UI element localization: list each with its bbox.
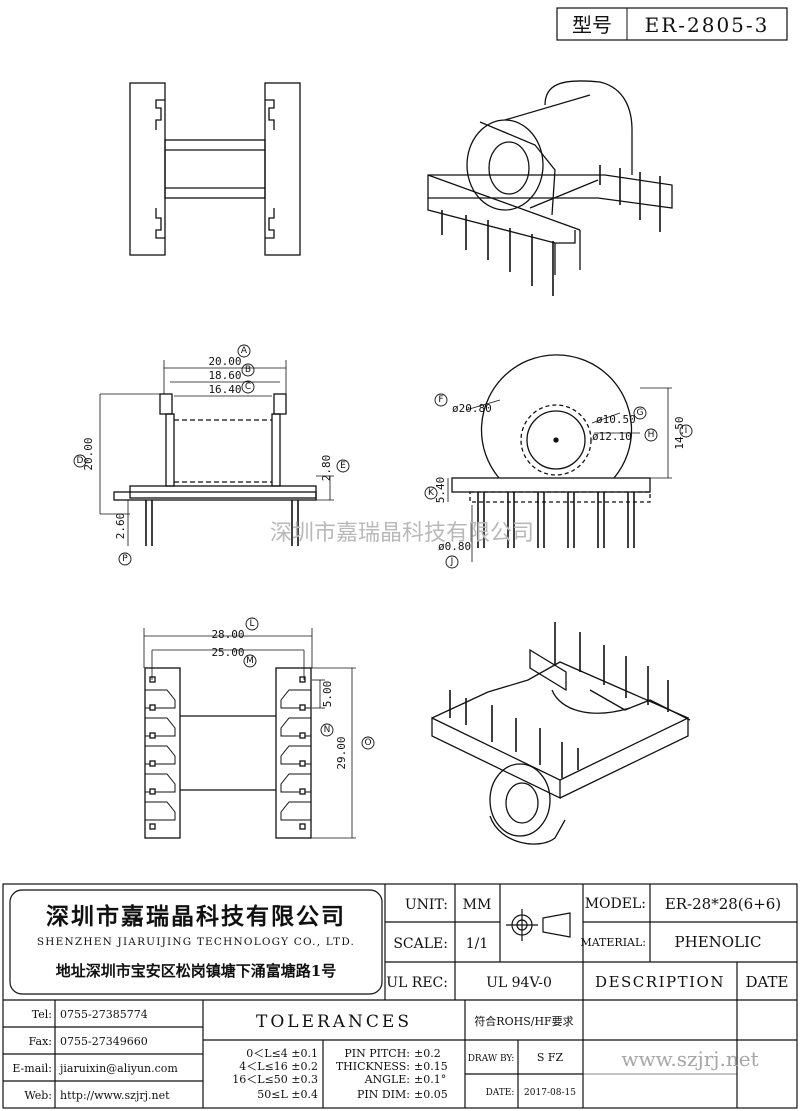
contact-email-value: jiaruixin@aliyun.com <box>58 1062 178 1075</box>
contact-tel-label: Tel: <box>32 1008 52 1021</box>
contact-fax-label: Fax: <box>29 1035 52 1048</box>
label-o: O <box>364 738 371 748</box>
scale-label: SCALE: <box>393 936 448 952</box>
label-d: D <box>77 456 84 466</box>
label-l: L <box>249 619 254 629</box>
label-n: N <box>324 725 331 735</box>
rohs-compliance: 符合ROHS/HF要求 <box>474 1014 573 1028</box>
model-header: 型号 ER-2805-3 <box>556 7 788 41</box>
date-sub-label: DATE: <box>486 1088 515 1098</box>
label-e: E <box>340 461 346 471</box>
contact-tel-value: 0755-27385774 <box>60 1008 148 1021</box>
technical-drawing: 20.00 18.60 16.40 20.00 2.80 2.60 ø20.80… <box>73 80 693 845</box>
unit-label: UNIT: <box>405 897 448 913</box>
dim-b-value: 18.60 <box>208 369 241 382</box>
contact-email-label: E-mail: <box>12 1062 52 1075</box>
front-view <box>113 393 317 546</box>
dim-k-value: 5.40 <box>434 477 447 504</box>
dim-m-value: 25.00 <box>211 646 244 659</box>
label-c: C <box>245 382 251 392</box>
pin-pitch-label: PIN PITCH: <box>344 1047 410 1060</box>
dim-j-value: ø0.80 <box>438 540 471 553</box>
tolerances-label: TOLERANCES <box>256 1012 412 1032</box>
label-j: J <box>450 557 454 567</box>
dim-p-value: 2.60 <box>114 513 127 540</box>
model-value: ER-28*28(6+6) <box>665 895 781 913</box>
model-label: MODEL: <box>585 896 646 912</box>
ulrec-label: UL REC: <box>386 975 448 991</box>
label-p: P <box>122 554 128 564</box>
model-header-label: 型号 <box>572 13 612 37</box>
dim-c-value: 16.40 <box>208 383 241 396</box>
dim-f-value: ø20.80 <box>452 402 492 415</box>
scale-value: 1/1 <box>466 936 489 952</box>
contact-web-value: http://www.szjrj.net <box>60 1089 170 1102</box>
pin-dim-label: PIN DIM: <box>357 1088 410 1101</box>
label-k: K <box>428 488 435 498</box>
dim-n-value: 5.00 <box>321 681 334 708</box>
dim-d-value: 20.00 <box>82 437 95 470</box>
label-a: A <box>241 346 248 356</box>
dim-i-value: 14.50 <box>673 416 686 449</box>
material-label: MATERIAL: <box>580 936 646 949</box>
angle-label: ANGLE: <box>364 1073 410 1086</box>
tolerance-row-4: 50≤L ±0.4 <box>257 1088 318 1101</box>
drawby-label: DRAW BY: <box>468 1054 515 1064</box>
model-header-value: ER-2805-3 <box>645 13 770 37</box>
isometric-view-1 <box>427 80 673 296</box>
dim-g-value: ø10.50 <box>596 413 636 426</box>
tolerance-row-1: 0＜L≤4 ±0.1 <box>246 1047 318 1060</box>
website-watermark: www.szjrj.net <box>621 1047 758 1071</box>
bottom-view <box>144 667 312 839</box>
thickness-label: THICKNESS: <box>336 1060 410 1073</box>
description-label: DESCRIPTION <box>595 973 725 991</box>
projection-symbol-icon <box>506 909 571 941</box>
contact-web-label: Web: <box>24 1089 52 1102</box>
end-view <box>451 354 651 548</box>
label-m: M <box>246 656 254 666</box>
label-h: H <box>648 430 655 440</box>
thickness-value: ±0.15 <box>414 1060 448 1073</box>
company-address: 地址深圳市宝安区松岗镇塘下涌富塘路1号 <box>56 962 336 980</box>
contact-fax-value: 0755-27349660 <box>60 1035 148 1048</box>
title-block: 深圳市嘉瑞晶科技有限公司 SHENZHEN JIARUIJING TECHNOL… <box>2 883 798 1109</box>
watermark: 深圳市嘉瑞晶科技有限公司 <box>270 521 534 546</box>
dim-a-value: 20.00 <box>208 355 241 368</box>
isometric-view-2 <box>431 622 691 845</box>
company-name-cn: 深圳市嘉瑞晶科技有限公司 <box>46 903 346 930</box>
top-view <box>129 82 301 256</box>
drawby-value: S FZ <box>537 1051 564 1064</box>
date-sub-value: 2017-08-15 <box>524 1088 576 1098</box>
dim-h-value: ø12.10 <box>592 430 632 443</box>
label-f: F <box>438 395 443 405</box>
material-value: PHENOLIC <box>675 933 762 951</box>
date-label: DATE <box>746 973 789 991</box>
label-b: B <box>245 365 251 375</box>
label-i: I <box>685 426 688 436</box>
pin-pitch-value: ±0.2 <box>414 1047 441 1060</box>
pin-dim-value: ±0.05 <box>414 1088 448 1101</box>
dim-e-value: 2.80 <box>320 455 333 482</box>
ulrec-value: UL 94V-0 <box>486 975 552 991</box>
company-name-en: SHENZHEN JIARUIJING TECHNOLOGY CO., LTD. <box>37 936 355 948</box>
dim-l-value: 28.00 <box>211 628 244 641</box>
dim-o-value: 29.00 <box>335 736 348 769</box>
unit-value: MM <box>463 897 492 913</box>
label-g: G <box>637 408 644 418</box>
tolerance-row-3: 16＜L≤50 ±0.3 <box>232 1073 318 1086</box>
angle-value: ±0.1° <box>414 1073 446 1086</box>
tolerance-row-2: 4＜L≤16 ±0.2 <box>239 1060 318 1073</box>
